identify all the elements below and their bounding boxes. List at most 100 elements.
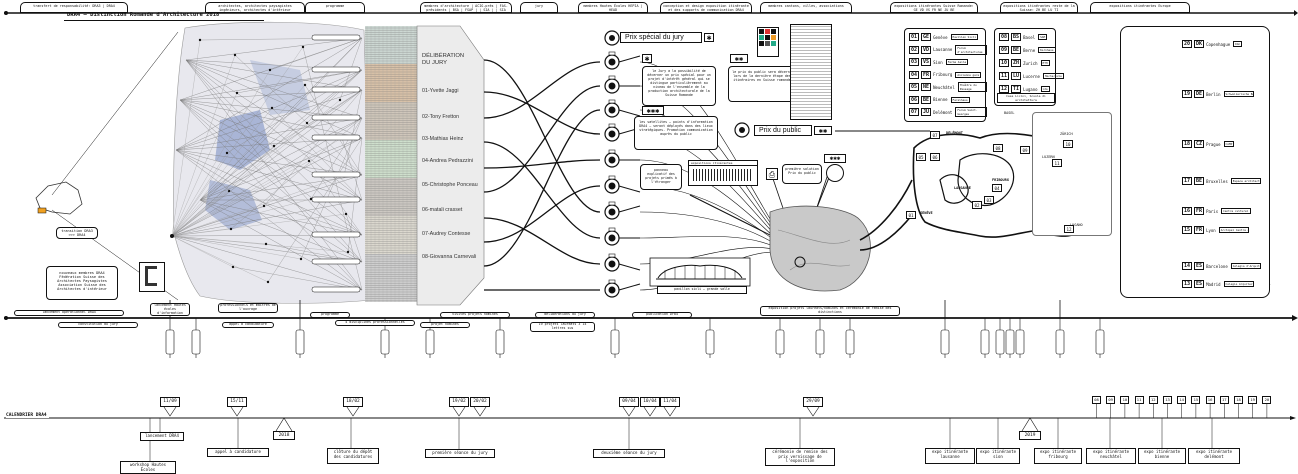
network-node (233, 53, 237, 57)
timeline-label: publication Dra4 (632, 312, 692, 318)
swiss-expo-venue: Farelhaus (950, 96, 970, 103)
network-target-label (311, 231, 361, 238)
network-node (198, 38, 202, 42)
note-star-2-icon: ✱✱ (730, 54, 748, 63)
rest-expo-venue: Kornhaus (1038, 47, 1056, 53)
calendar-event: workshop Hautes Écoles (120, 461, 176, 474)
europe-expo-city: Madrid (1206, 281, 1221, 287)
swiss-expo-city: Bienne (933, 97, 948, 102)
new-members-box: nouveaux membres DRA4 Fédération Suisse … (46, 266, 118, 300)
year-2018: 2018 (273, 431, 295, 440)
network-node (303, 83, 307, 87)
rest-expo-canton: ZH (1011, 59, 1022, 67)
top-tab: architectes, architectes paysagistes ing… (205, 2, 305, 13)
swiss-zoom-frame (1032, 112, 1112, 236)
swiss-expo-venue: Ferme Asile (945, 59, 969, 65)
timeline-label: visites projets nominés (440, 312, 510, 318)
note-star-3-icon: ✱✱✱ (642, 106, 664, 115)
calendar-marker: 12 (1148, 396, 1158, 404)
rest-expo-venue: i2a (1040, 86, 1050, 92)
calendar-marker: 13 (1163, 396, 1172, 404)
calendar-marker: 14 (1177, 396, 1187, 404)
calendar-date: 15/11 (227, 397, 247, 407)
network-target-label (311, 34, 361, 41)
swiss-expo-venue: Forum Saint-Georges (955, 107, 987, 117)
swiss-expo-city: Fribourg (933, 72, 953, 77)
rest-expo-number: 08 (999, 33, 1010, 41)
star-icon-2: ✱✱ (814, 126, 832, 135)
mini-map-left (35, 31, 179, 301)
pavilion-drawing (649, 257, 751, 287)
jury-to-medal-link (483, 59, 601, 213)
calendar-event: appel à candidature (207, 448, 269, 457)
swiss-expo-venue: Forum d'architectures (955, 44, 987, 55)
network-node (264, 242, 268, 246)
network-node (309, 197, 313, 201)
rest-expo-number: 10 (999, 59, 1010, 67)
timeline-label: lancement Hautes écoles d'information (150, 303, 190, 317)
europe-expo-country: FR (1194, 207, 1205, 215)
calendar-marker: 18 (1234, 396, 1243, 404)
map-label-zurich: ZÜRICH (1060, 132, 1073, 136)
network-node (344, 212, 348, 216)
calendar-event: lancement DRA4 (140, 432, 184, 441)
map-label-delemont: DELÉMONT (946, 131, 963, 135)
logo-r-shape (145, 266, 157, 286)
calendar-event: expo itinérante delémont (1188, 448, 1240, 464)
jury-member: 03-Mathias Heinz (422, 136, 464, 142)
public-prize-label: Prix du public (754, 125, 812, 136)
europe-expo-city: Prague (1206, 141, 1221, 147)
network-node (227, 189, 231, 193)
timeline-label: programme (310, 312, 350, 318)
swiss-expo-canton: JU (921, 108, 932, 116)
jury-to-medal-link (483, 217, 601, 265)
rest-expo-city: Zurich (1023, 60, 1038, 66)
jury-member: 01-Yvette Jaggi (422, 88, 459, 94)
swiss-expo-venue: Ancienne gare (955, 71, 982, 78)
swiss-expo-canton: VD (921, 45, 932, 54)
map-badge: 06 (930, 153, 940, 161)
europe-expo-number: 14 (1182, 262, 1193, 270)
jury-member: 04-Andrea Pedrazzini (422, 158, 473, 164)
calendar-date: 29/09 (803, 397, 823, 407)
europe-expo-venue: Archipel Centre de Culture (1218, 227, 1249, 233)
map-badge: 09 (1020, 146, 1030, 154)
jury-to-medal-link (483, 85, 601, 193)
network-node (299, 257, 303, 261)
swiss-expo-code: 05 (909, 83, 920, 91)
timeline-label: exposition projets lauréats/nominés et c… (760, 306, 900, 316)
swiss-expo-code: 01 (909, 33, 920, 41)
rest-expo-canton: BE (1011, 46, 1022, 54)
europe-expo-number: 19 (1182, 90, 1193, 98)
map-badge: 01 (906, 211, 916, 219)
europe-expo-venue: Colegio Arquitectos (1223, 281, 1254, 287)
jury-to-medal-link (483, 185, 601, 243)
star-icon-3: ✱✱✱ (824, 154, 846, 163)
rest-expo-canton: LU (1011, 72, 1022, 80)
europe-expo-country: DK (1194, 40, 1205, 48)
network-node (225, 151, 229, 155)
middle-timeline-ticks (165, 300, 1105, 358)
calendar-event: cérémonie de remise des prix vernissage … (765, 448, 835, 466)
map-badge: 07 (930, 131, 940, 139)
europe-expo-venue: Centre culturel suisse (1221, 208, 1252, 214)
calendar-title: CALENDRIER DRA4 (6, 413, 49, 418)
rest-expo-city: Basel (1023, 34, 1036, 40)
europe-expo-venue: DAC (1233, 41, 1243, 47)
calendar-marker: 09 (1106, 396, 1116, 404)
network-target-label (311, 86, 361, 93)
network-node (305, 121, 309, 125)
swiss-expo-venue: Pavillon Sicli (950, 34, 979, 40)
network-node (301, 45, 305, 49)
europe-expo-venue: CAMP (1223, 141, 1235, 147)
europe-expo-number: 16 (1182, 207, 1193, 215)
